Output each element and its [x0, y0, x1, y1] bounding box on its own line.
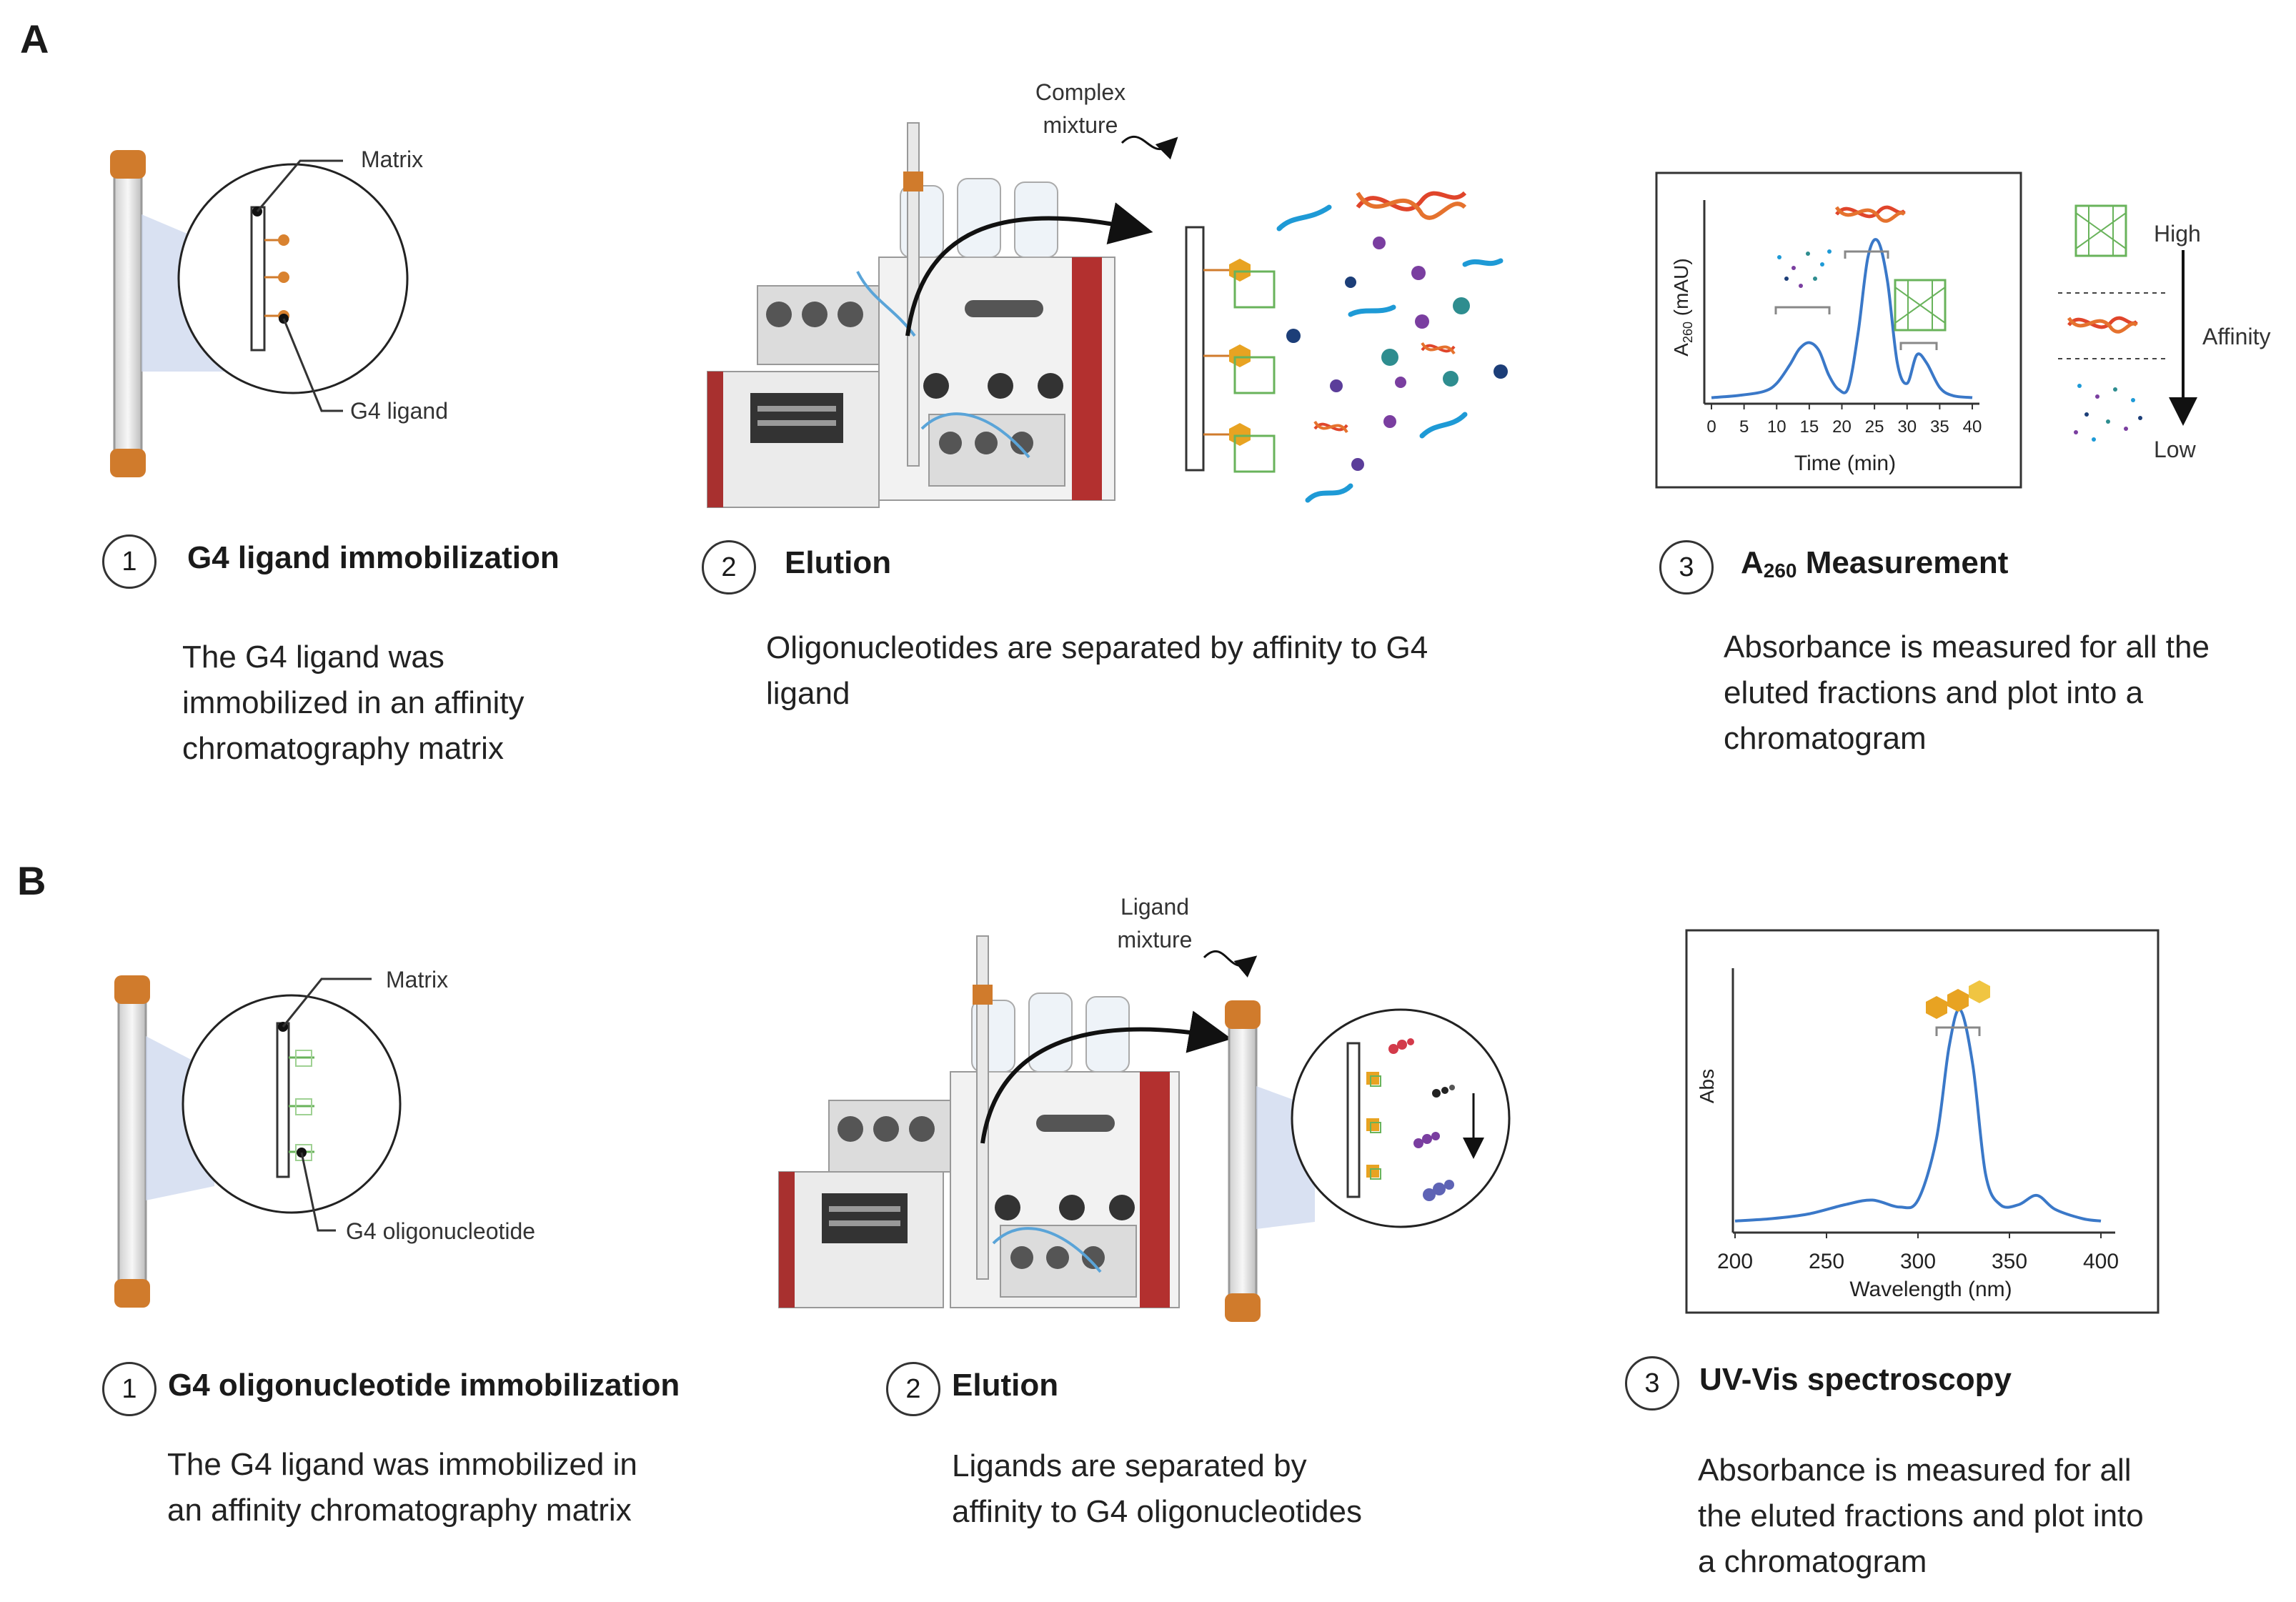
- x-tick-label: 300: [1900, 1250, 1936, 1273]
- step-number-badge: 2: [886, 1362, 940, 1416]
- complex-mixture-particles: [1276, 191, 1508, 503]
- step-title: Elution: [952, 1368, 1059, 1403]
- spectrum-frame: [1685, 929, 2160, 1314]
- x-tick-label: 20: [1832, 417, 1852, 437]
- matrix-label: Matrix: [386, 967, 448, 992]
- mixture-particles-icon: [1777, 249, 1832, 288]
- mixture-label-line1: Ligand: [1120, 894, 1189, 920]
- series-line: [1711, 238, 1973, 399]
- step-title: G4 oligonucleotide immobilization: [168, 1368, 680, 1403]
- x-tick-label: 200: [1717, 1250, 1753, 1273]
- dna-helix-icon: [2067, 316, 2138, 334]
- affinity-matrix-a: [1185, 226, 1276, 473]
- chromatography-instrument-b: [778, 935, 1180, 1308]
- dna-helix-icon: [1421, 342, 1456, 355]
- panel-letter-b: B: [17, 858, 46, 903]
- ligand-label: G4 ligand: [350, 398, 448, 424]
- squiggle-arrow-b: [1203, 950, 1258, 978]
- y-axis-label: Abs: [1696, 1069, 1718, 1103]
- step-number-badge: 1: [102, 1362, 156, 1416]
- squiggle-arrow-a: [1120, 135, 1178, 160]
- x-tick-label: 25: [1865, 417, 1884, 437]
- column-a1: [110, 150, 409, 477]
- peak-bracket: [1935, 1026, 1981, 1036]
- panel-letter-a: A: [20, 16, 49, 61]
- dna-helix-icon: [1834, 205, 1906, 223]
- step-number-badge: 2: [702, 540, 756, 594]
- step-number-badge: 3: [1625, 1356, 1679, 1411]
- mixture-label-line2: mixture: [1118, 927, 1193, 952]
- x-tick-label: 400: [2083, 1250, 2119, 1273]
- affinity-label: Affinity: [2202, 324, 2270, 349]
- x-tick-label: 5: [1739, 417, 1749, 437]
- eluting-ligands: [1388, 1038, 1455, 1201]
- x-tick-label: 250: [1809, 1250, 1844, 1273]
- mixture-label-line2: mixture: [1043, 112, 1118, 138]
- mixture-particles-icon: [2074, 384, 2142, 442]
- step-title: A260 Measurement: [1741, 545, 2009, 582]
- step-title: Elution: [785, 545, 892, 580]
- bound-ligand-markers: [1366, 1072, 1381, 1180]
- spectrum-b: 200 250 300 350 400 Wavelength (nm) Abs: [1696, 968, 2119, 1301]
- column-b2: [1225, 1000, 1511, 1322]
- x-tick-label: 40: [1963, 417, 1982, 437]
- x-tick-label: 0: [1706, 417, 1716, 437]
- g4-quadruplex-icon: [2074, 204, 2127, 257]
- oligo-label: G4 oligonucleotide: [346, 1218, 535, 1244]
- chromatogram-frame: [1655, 171, 2022, 489]
- ligand-hexagon-icon: [1926, 980, 1990, 1019]
- bound-g4-complex: [1203, 259, 1276, 309]
- chromatogram-a: 0 5 10 15 20 25 30 35 40 Time (min) A260 (mAU): [1670, 200, 1982, 475]
- diagram-labels: Matrix G4 ligand Complex mixture High Af…: [346, 79, 2270, 1244]
- step-number-badge: 1: [102, 534, 156, 589]
- dna-helix-icon: [1313, 420, 1348, 434]
- g4-quadruplex-icon: [1894, 279, 1947, 332]
- affinity-scale: [2058, 204, 2197, 442]
- x-tick-label: 15: [1800, 417, 1819, 437]
- x-tick-label: 350: [1992, 1250, 2027, 1273]
- matrix-label: Matrix: [361, 146, 423, 172]
- y-axis-label: A260 (mAU): [1670, 258, 1695, 356]
- x-axis-label: Time (min): [1794, 452, 1896, 475]
- bound-g4-complex: [1203, 423, 1276, 473]
- series-line: [1734, 1008, 2102, 1223]
- x-tick-label: 35: [1930, 417, 1949, 437]
- step-title: G4 ligand immobilization: [187, 540, 560, 575]
- x-axis-ticks: 200 250 300 350 400: [1717, 1233, 2119, 1273]
- column-b1: [114, 975, 402, 1308]
- step-title: UV-Vis spectroscopy: [1699, 1362, 2012, 1397]
- affinity-low-label: Low: [2154, 437, 2197, 462]
- bound-g4-complex: [1203, 344, 1276, 394]
- x-axis-ticks: 0 5 10 15 20 25 30 35 40: [1706, 404, 1982, 437]
- x-tick-label: 10: [1767, 417, 1786, 437]
- peak-bracket: [1774, 250, 1938, 350]
- elution-arrow-a: [905, 202, 1153, 337]
- x-tick-label: 30: [1897, 417, 1917, 437]
- step-description: Oligonucleotides are separated by affini…: [766, 630, 1428, 711]
- x-axis-label: Wavelength (nm): [1849, 1278, 2012, 1301]
- elution-arrow-b: [980, 1010, 1232, 1144]
- step-number-badge: 3: [1659, 540, 1714, 594]
- mixture-label-line1: Complex: [1035, 79, 1125, 105]
- dna-helix-icon: [1356, 191, 1467, 220]
- affinity-high-label: High: [2154, 221, 2201, 247]
